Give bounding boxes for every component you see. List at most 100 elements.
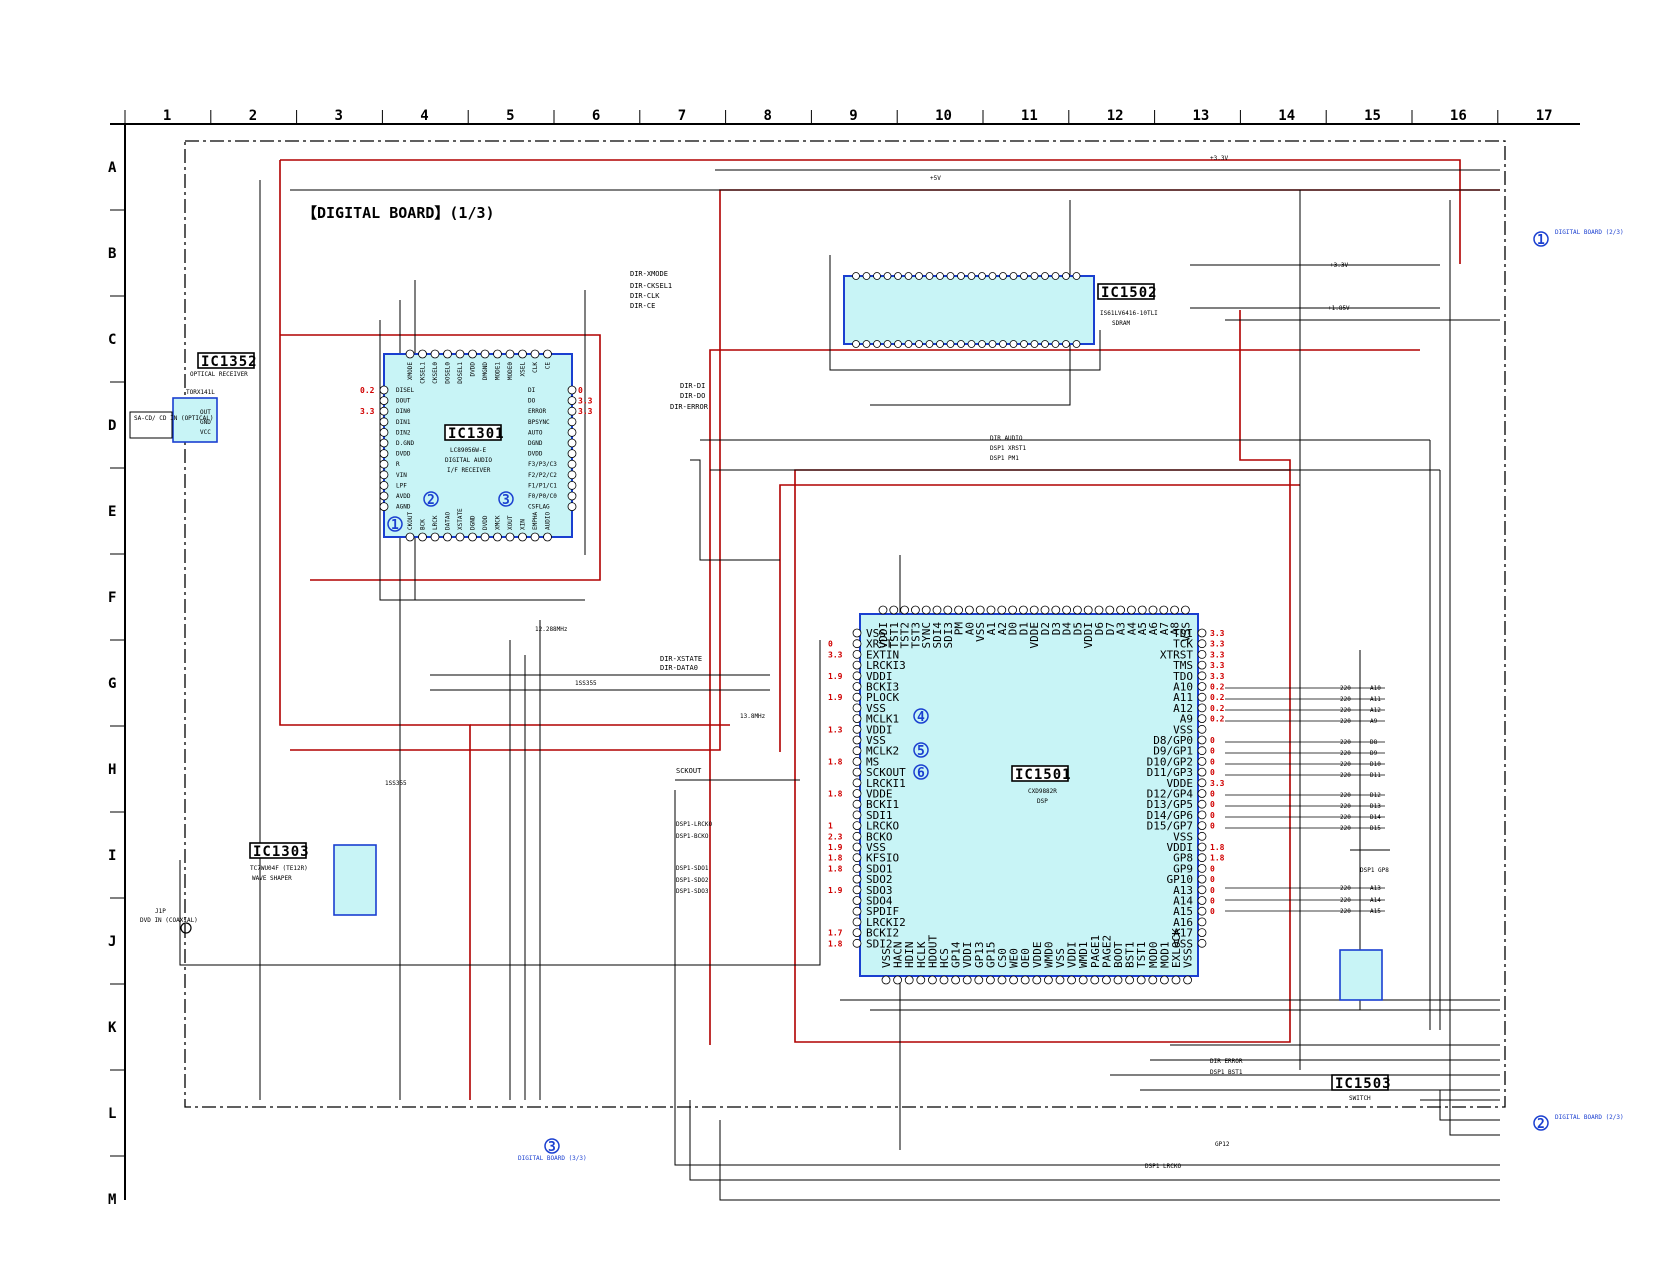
ic1501-pin: A16: [1173, 916, 1193, 929]
address-label: D8: [1370, 739, 1378, 746]
pin-dot: [379, 502, 389, 512]
ic1301-label-box: [444, 424, 502, 441]
ic1502-label-box: [1097, 283, 1155, 300]
pin-dot: [873, 340, 881, 348]
col-label-12: 12: [1107, 108, 1124, 124]
ic1352-part: TORX141L: [186, 389, 215, 396]
ic1501-pin: SDI1: [866, 809, 893, 822]
pin-dot: [430, 532, 440, 542]
ic1501-pin: XRST: [866, 638, 893, 651]
resistor-value: 220: [1340, 685, 1351, 692]
ic1502-desc: SDRAM: [1112, 320, 1130, 327]
pin-dot: [852, 757, 862, 766]
ic1501-pin: SDI2: [866, 937, 893, 950]
ic1303-part: TC7WU04F (TE12R): [250, 865, 308, 872]
ic1301-pin: LPF: [396, 482, 407, 489]
ic1501-pin: TST2: [899, 622, 912, 649]
dir-cksel1-label: DIR-CKSEL1: [630, 282, 672, 290]
pin-dot: [1055, 975, 1065, 985]
pin-dot: [505, 532, 515, 542]
pin-dot: [567, 427, 577, 437]
voltage-label: 1.8: [1210, 854, 1225, 863]
pin-dot: [1197, 735, 1207, 745]
ic1501-ref: IC1501: [1015, 767, 1072, 783]
ic1301-pin: DOSEL1: [457, 362, 464, 384]
pin-dot: [1159, 605, 1169, 615]
pin-dot: [493, 532, 502, 542]
signal-wires: [179, 169, 1500, 1201]
voltage-label: 1.8: [828, 790, 843, 799]
pin-dot: [1197, 778, 1207, 788]
pin-dot: [455, 532, 465, 542]
voltage-label: 0.2: [1210, 693, 1225, 702]
ic1501-pin: A10: [1173, 681, 1193, 694]
ic1352-ref: IC1352: [201, 354, 258, 370]
ic1501-pin: MOD0: [1147, 942, 1160, 969]
pin-dot: [1197, 938, 1207, 948]
row-label-A: A: [108, 160, 117, 176]
address-label: D11: [1370, 772, 1381, 779]
pin-dot: [1051, 272, 1060, 280]
col-label-17: 17: [1536, 108, 1553, 124]
ic1501-pin: D2: [1039, 622, 1052, 635]
rail-5v: +5V: [930, 175, 941, 182]
voltage-label: 0: [1210, 886, 1215, 895]
ic1501-pin: A1: [985, 622, 998, 635]
pin-dot: [894, 272, 902, 280]
pin-dot: [518, 532, 527, 542]
ic1303-wave-shaper: IC1303 TC7WU04F (TE12R) WAVE SHAPER DVD …: [140, 842, 377, 934]
pin-dot: [978, 340, 986, 348]
pin-dot: [1170, 605, 1179, 615]
pin-dot: [904, 340, 913, 348]
ic1501-pin: HCLK: [915, 941, 928, 968]
dir-xmode-label: DIR-XMODE: [630, 270, 668, 278]
row-label-K: K: [108, 1020, 117, 1036]
pin-dot: [1072, 272, 1081, 280]
ic1501-pin: TST3: [909, 622, 922, 649]
ic1501-pin: TST1: [888, 622, 901, 649]
dsp1-xrst1-label: DSP1 XRST1: [990, 445, 1027, 452]
voltage-label: 3.3: [1210, 629, 1225, 638]
row-label-H: H: [108, 762, 116, 778]
pin-dot: [543, 349, 552, 359]
ic1301-pin: D.GND: [396, 440, 414, 447]
pin-dot: [967, 340, 976, 348]
pin-dot: [455, 349, 465, 359]
resistor-value: 220: [1340, 739, 1351, 746]
ic1301-pin: DATAO: [445, 512, 452, 530]
pin-dot: [1197, 789, 1207, 798]
voltage-label: 0: [1210, 736, 1215, 745]
ic1501-pin: WE0: [1008, 948, 1021, 968]
pin-dot: [1197, 757, 1207, 766]
pin-dot: [1137, 605, 1147, 615]
dir-clk-label: DIR-CLK: [630, 292, 660, 300]
ic1501-pin: A6: [1147, 622, 1160, 635]
voltage-label: 3.3: [1210, 672, 1225, 681]
ic1501-pin: XTRST: [1160, 648, 1193, 661]
ic1501-pin: BOOT: [1112, 941, 1125, 968]
voltage-label: 1: [828, 822, 833, 831]
marker-number: 3: [502, 493, 510, 508]
ic1501-pin: VDDE: [1028, 622, 1041, 649]
connector-labels: DIGITAL BOARD (2/3) DIGITAL BOARD (2/3) …: [518, 155, 1624, 1162]
voltage-label: 1.9: [828, 672, 843, 681]
pin-dot: [1197, 682, 1207, 691]
ic1301-pin: AVDD: [396, 493, 411, 500]
pin-dot: [405, 532, 415, 542]
pin-dot: [852, 724, 862, 734]
ic1301-pin: DVDD: [396, 451, 411, 458]
ic1501-pin: BCKI3: [866, 681, 899, 694]
ic1501-pin: MOD1: [1158, 942, 1171, 969]
address-labels: A10220A11220A12220A9220D8220D9220D10220D…: [1225, 685, 1385, 915]
ic1501-pin: A7: [1158, 622, 1171, 635]
ic1301-pin: BCK: [420, 519, 427, 530]
pin-dot: [1030, 272, 1039, 280]
voltage-label: 3.3: [1210, 661, 1225, 670]
row-label-D: D: [108, 418, 116, 434]
ic1501-pin: A4: [1125, 622, 1138, 636]
ic1501-pin: GP9: [1173, 862, 1193, 875]
ic1301-pin: XOUT: [507, 515, 514, 530]
ic1301-pin: LRCK: [432, 515, 439, 530]
ic1501-pin: A17: [1173, 927, 1193, 940]
